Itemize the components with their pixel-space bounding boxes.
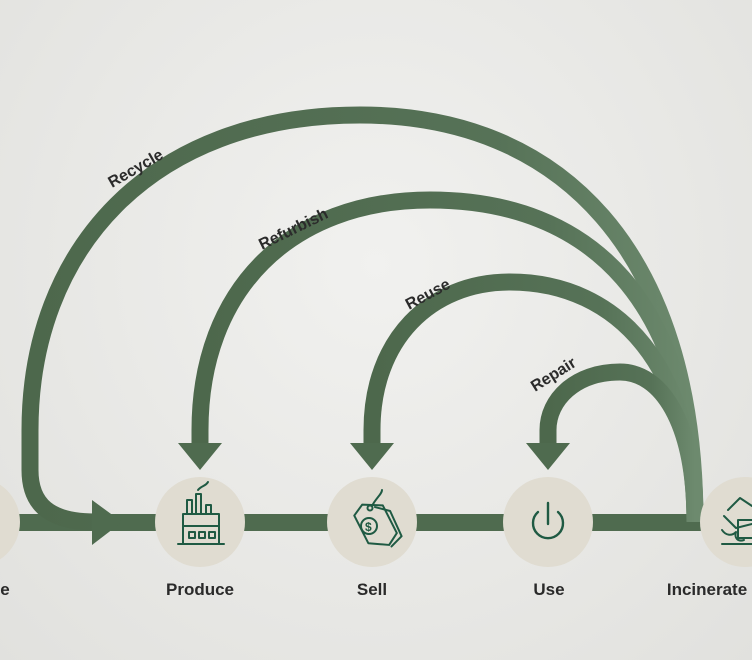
refurbish-arrowhead	[178, 443, 222, 470]
node-use[interactable]	[503, 477, 593, 567]
factory-icon	[177, 481, 225, 545]
repair-loop	[539, 363, 704, 523]
svg-text:$: $	[365, 520, 372, 534]
price-tag-icon: $	[353, 489, 403, 548]
node-label-sell: Sell	[356, 580, 388, 599]
refurbish-loop	[191, 191, 704, 523]
reuse-arrowhead	[350, 443, 394, 470]
repair-arrowhead	[526, 443, 570, 470]
incinerator-icon	[721, 497, 752, 545]
node-incinerate[interactable]	[700, 477, 752, 567]
node-label-incinerate: Incinerate	[666, 580, 748, 599]
node-label-produce: Produce	[165, 580, 235, 599]
power-icon	[531, 501, 565, 540]
node-label-use: Use	[533, 580, 565, 599]
node-produce[interactable]	[155, 477, 245, 567]
node-label-left-partial: e	[0, 580, 10, 599]
node-sell[interactable]: $	[327, 477, 417, 567]
recycle-loop	[21, 106, 704, 531]
recycle-arrowhead	[92, 500, 122, 545]
node-left-partial	[0, 484, 20, 560]
